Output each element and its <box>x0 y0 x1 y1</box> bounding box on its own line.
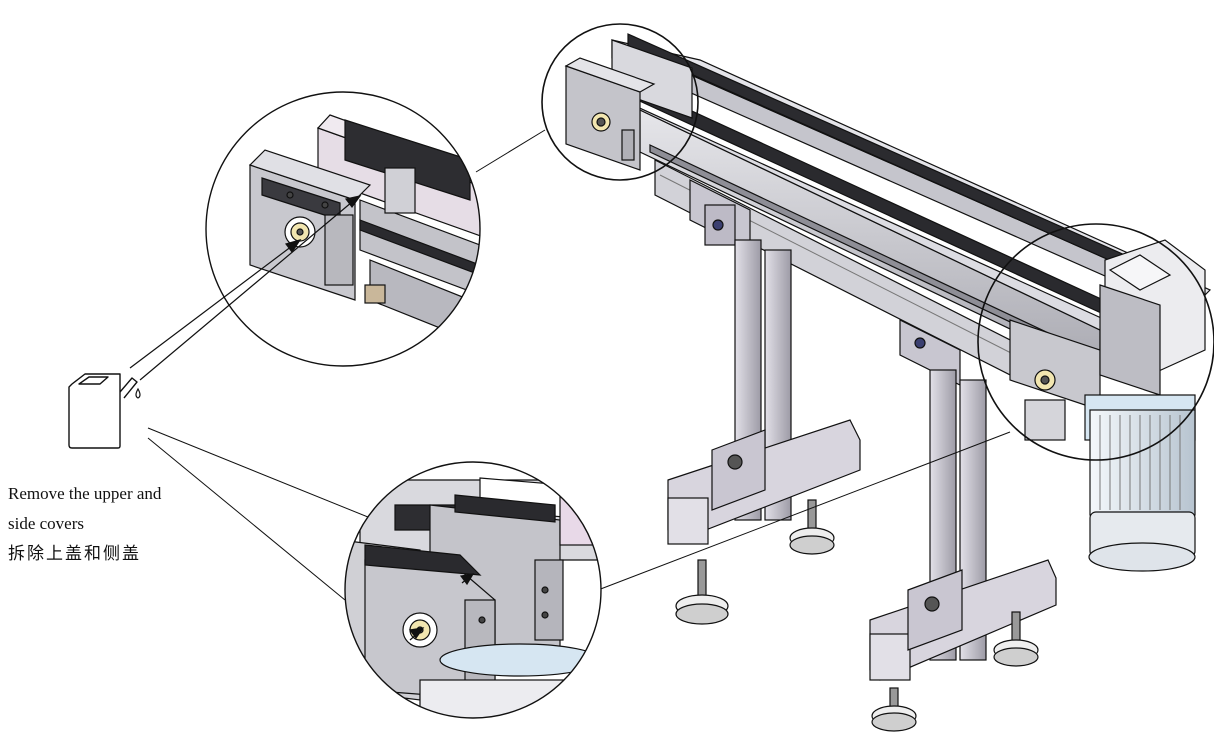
leader-line-top <box>475 129 546 173</box>
detail-view-drive <box>344 461 602 719</box>
idler-end-caps <box>564 39 693 171</box>
drive-motor <box>1009 239 1206 572</box>
back-rail <box>611 33 1212 319</box>
conveyor-assembly <box>564 33 1212 732</box>
detail-marker-top <box>541 23 699 181</box>
leg-assembly-left <box>667 179 861 625</box>
lube-arrows <box>129 195 475 641</box>
caption-en-line2: side covers <box>8 514 85 533</box>
detail-marker-drive <box>977 223 1214 461</box>
oil-drop-icon <box>135 387 141 399</box>
oil-can-icon <box>68 373 138 449</box>
leg-assembly-right <box>869 319 1057 732</box>
leader-line-bottom <box>597 431 1011 591</box>
caption-en-line1: Remove the upper and <box>8 484 162 503</box>
detail-view-idler <box>205 91 481 367</box>
leader-line-can-bottom-2 <box>147 437 346 601</box>
caption-zh: 拆除上盖和侧盖 <box>8 544 141 564</box>
instruction-caption: Remove the upper and side covers 拆除上盖和侧盖 <box>8 479 248 569</box>
leader-line-can-bottom-1 <box>147 427 401 531</box>
